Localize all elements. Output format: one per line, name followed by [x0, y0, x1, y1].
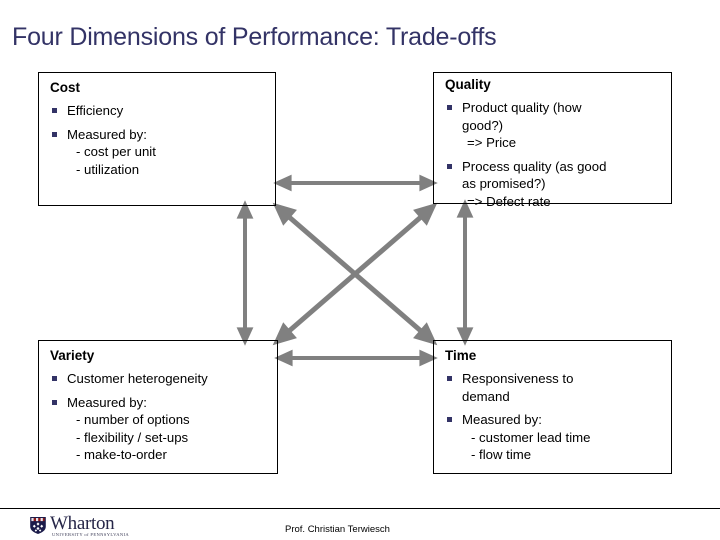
sub-line: - utilization: [76, 161, 140, 177]
list-item: Customer heterogeneity: [50, 370, 276, 388]
sub-line: - cost per unit: [76, 144, 156, 159]
list-item: Process quality (as good as promised?) =…: [445, 158, 667, 211]
box-heading-quality: Quality: [445, 77, 491, 92]
footer-author: Prof. Christian Terwiesch: [285, 524, 390, 535]
page-title: Four Dimensions of Performance: Trade-of…: [12, 23, 497, 51]
square-bullet-icon: [52, 131, 57, 137]
square-bullet-icon: [52, 108, 57, 113]
dimension-box-time[interactable]: Time Responsiveness to demand Measured b…: [433, 340, 672, 474]
sub-line: - customer lead time: [471, 429, 591, 445]
bullet-list-time: Responsiveness to demand Measured by: - …: [445, 370, 671, 464]
square-bullet-icon: [52, 399, 57, 405]
bullet-text: Process quality (as good: [462, 158, 607, 174]
bullet-continuation: good?): [462, 117, 504, 133]
square-bullet-icon: [447, 376, 452, 381]
square-bullet-icon: [52, 376, 57, 381]
wharton-wordmark-group: Wharton UNIVERSITY of PENNSYLVANIA: [50, 513, 130, 538]
bullet-text: Measured by:: [67, 126, 147, 142]
bullet-sublines: - number of options - flexibility / set-…: [67, 411, 276, 464]
list-item: Measured by: - number of options - flexi…: [50, 394, 276, 464]
wharton-shield-icon: [30, 517, 46, 534]
square-bullet-icon: [447, 105, 452, 110]
list-item: Measured by: - customer lead time - flow…: [445, 411, 671, 464]
bullet-text: Customer heterogeneity: [67, 371, 208, 386]
sub-line: - flexibility / set-ups: [76, 429, 189, 445]
arrow-quality-variety: [272, 202, 438, 346]
list-item: Measured by: - cost per unit - utilizati…: [50, 126, 275, 179]
list-item: Efficiency: [50, 102, 275, 120]
bullet-list-quality: Product quality (how good?) => Price Pro…: [445, 99, 667, 210]
list-item: Product quality (how good?) => Price: [445, 99, 667, 152]
bullet-sublines: - cost per unit - utilization: [67, 143, 275, 178]
sub-line: - number of options: [76, 412, 190, 427]
dimension-box-variety[interactable]: Variety Customer heterogeneity Measured …: [38, 340, 278, 474]
bullet-list-cost: Efficiency Measured by: - cost per unit …: [50, 102, 275, 178]
arrow-cost-time: [272, 202, 438, 346]
bullet-list-variety: Customer heterogeneity Measured by: - nu…: [50, 370, 276, 464]
wharton-wordmark: Wharton: [50, 513, 115, 534]
bullet-implication: => Price: [467, 135, 517, 150]
footer-divider: [0, 508, 720, 509]
sub-line: - make-to-order: [76, 447, 167, 462]
dimension-box-quality[interactable]: Quality Product quality (how good?) => P…: [433, 72, 672, 209]
bullet-implication: => Defect rate: [467, 193, 551, 209]
wharton-logo: Wharton UNIVERSITY of PENNSYLVANIA: [28, 513, 130, 538]
square-bullet-icon: [447, 417, 452, 422]
bullet-text: Responsiveness to: [462, 371, 574, 386]
bullet-continuation: demand: [462, 388, 510, 404]
wharton-subtitle: UNIVERSITY of PENNSYLVANIA: [52, 532, 130, 537]
box-heading-time: Time: [445, 348, 477, 363]
bullet-continuation: as promised?): [462, 176, 546, 191]
box-heading-cost: Cost: [50, 80, 80, 95]
bullet-text: Product quality (how: [462, 100, 582, 115]
dimension-box-cost[interactable]: Cost Efficiency Measured by: - cost per …: [38, 72, 276, 206]
sub-line: - flow time: [471, 447, 532, 462]
list-item: Responsiveness to demand: [445, 370, 671, 405]
square-bullet-icon: [447, 163, 452, 169]
bullet-text: Measured by:: [67, 394, 147, 410]
bullet-text: Efficiency: [67, 103, 124, 118]
bullet-sublines: - customer lead time - flow time: [462, 429, 671, 464]
box-heading-variety: Variety: [50, 348, 95, 363]
bullet-text: Measured by:: [462, 412, 542, 427]
